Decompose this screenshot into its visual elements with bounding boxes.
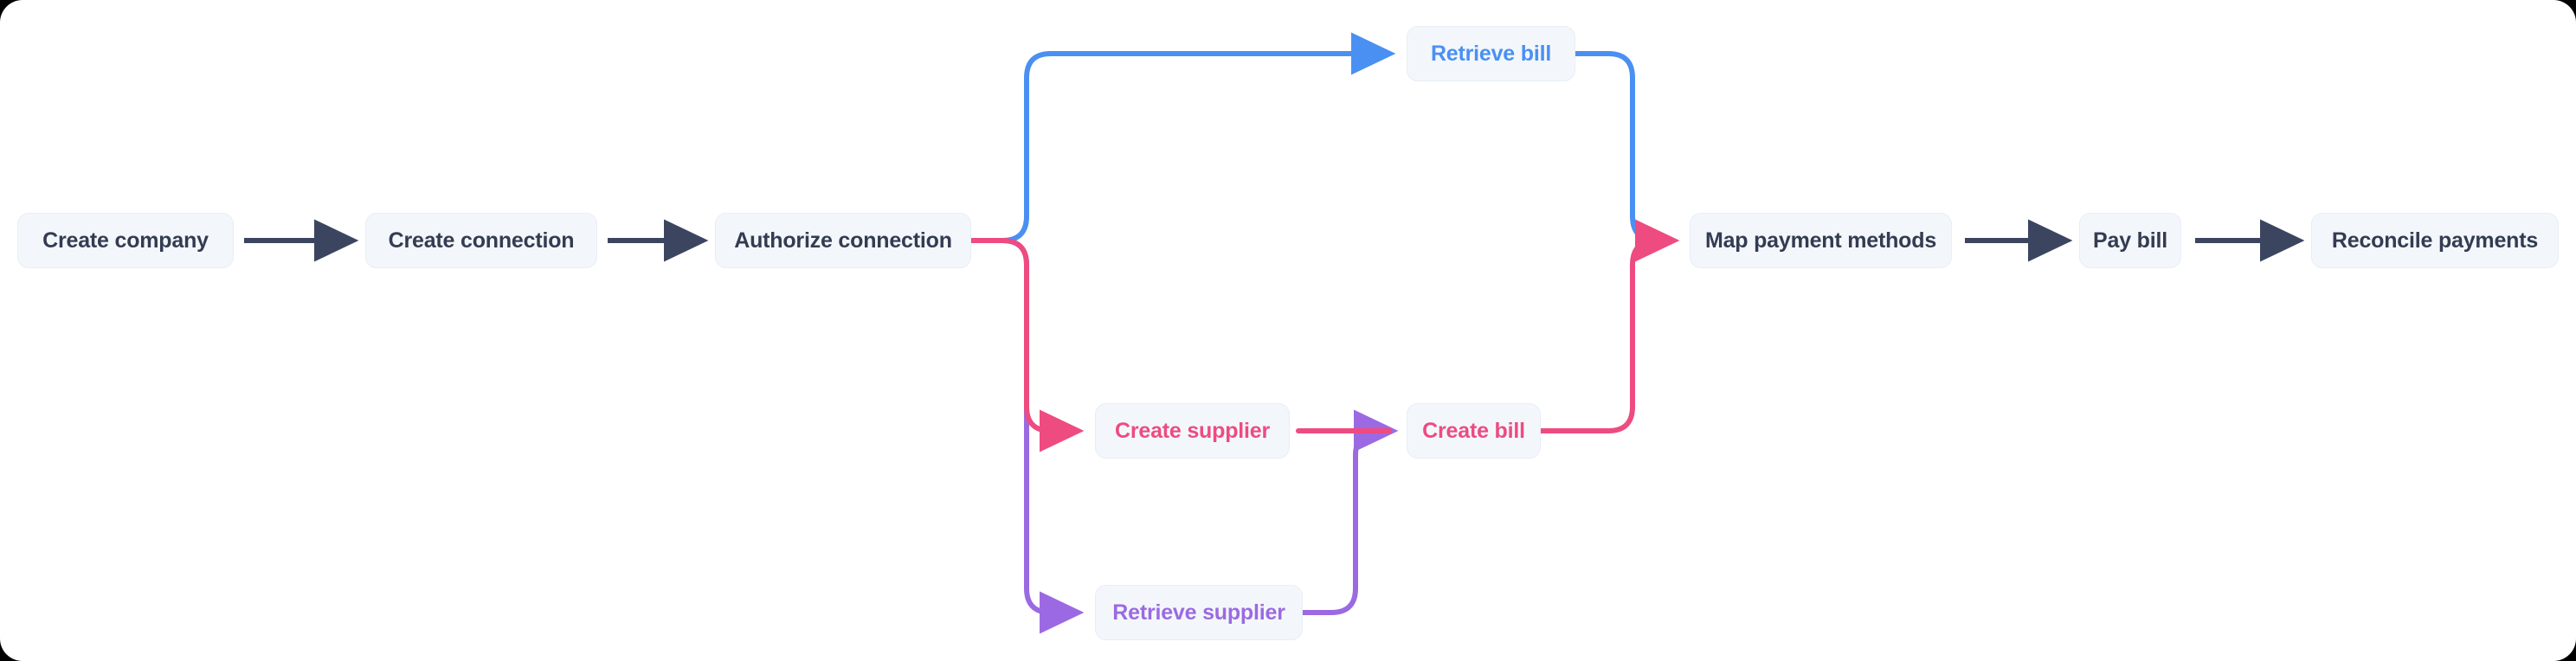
node-create-company[interactable]: Create company [17,213,234,268]
node-create-supplier[interactable]: Create supplier [1095,403,1290,459]
node-label: Retrieve supplier [1112,600,1285,625]
node-reconcile-payments[interactable]: Reconcile payments [2311,213,2559,268]
node-pay-bill[interactable]: Pay bill [2079,213,2181,268]
node-label: Map payment methods [1704,228,1937,253]
node-label: Create bill [1422,418,1525,443]
node-label: Create company [42,228,209,253]
node-create-connection[interactable]: Create connection [365,213,597,268]
node-label: Create supplier [1114,418,1270,443]
node-label: Authorize connection [734,228,952,253]
node-map-payment-methods[interactable]: Map payment methods [1690,213,1952,268]
edge-create-bill-to-map-payment-methods [1538,219,1680,433]
node-retrieve-supplier[interactable]: Retrieve supplier [1095,585,1303,640]
node-label: Retrieve bill [1430,41,1552,66]
node-label: Create connection [388,228,575,253]
node-label: Reconcile payments [2331,228,2539,253]
edge-authorize-connection-to-retrieve-bill [969,32,1396,243]
edge-retrieve-bill-to-map-payment-methods [1573,51,1673,243]
edge-authorize-connection-to-create-supplier [969,238,1085,452]
node-create-bill[interactable]: Create bill [1407,403,1541,459]
node-retrieve-bill[interactable]: Retrieve bill [1407,26,1575,81]
node-authorize-connection[interactable]: Authorize connection [715,213,971,268]
edge-retrieve-supplier-to-create-bill [1300,409,1399,615]
node-label: Pay bill [2093,228,2167,253]
